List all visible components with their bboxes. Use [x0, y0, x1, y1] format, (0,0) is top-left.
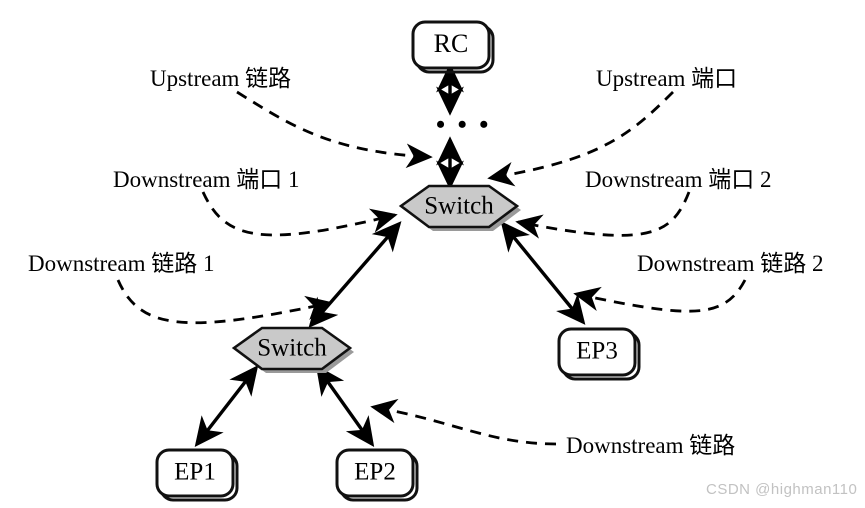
node-switch-top[interactable]: Switch: [398, 184, 521, 231]
ellipsis-dots: • • •: [436, 110, 492, 139]
node-ep3[interactable]: EP3: [557, 327, 641, 381]
link-switch-bottom-to-ep2: [315, 364, 375, 448]
node-ep3-label: EP3: [576, 338, 618, 365]
node-switch-bottom-label: Switch: [257, 335, 327, 362]
link-switch-bottom-to-ep1: [194, 365, 259, 447]
annotation-downstream-link-bottom: Downstream 链路: [566, 433, 736, 458]
link-switch-top-to-ep3: [500, 221, 586, 325]
leader-downstream-link-1: [116, 279, 333, 325]
node-rc[interactable]: RC: [411, 20, 495, 74]
annotation-upstream-port: Upstream 端口: [596, 66, 738, 91]
leader-upstream-port: [487, 91, 674, 187]
node-rc-label: RC: [434, 29, 469, 58]
node-ep2-label: EP2: [354, 459, 396, 486]
node-ep1[interactable]: EP1: [155, 448, 239, 502]
annotation-downstream-port-1: Downstream 端口 1: [113, 167, 300, 192]
node-switch-top-label: Switch: [424, 193, 494, 220]
link-switch-top-to-switch-bottom: [308, 221, 402, 328]
leader-upstream-link: [236, 90, 433, 169]
node-ep2[interactable]: EP2: [335, 448, 419, 502]
annotation-downstream-link-2: Downstream 链路 2: [637, 251, 824, 276]
watermark: CSDN @highman110: [706, 481, 858, 498]
node-ep1-label: EP1: [174, 459, 216, 486]
annotation-downstream-port-2: Downstream 端口 2: [585, 167, 772, 192]
leader-downstream-port-2: [515, 191, 691, 239]
annotation-downstream-link-1: Downstream 链路 1: [28, 251, 215, 276]
leader-downstream-link-bottom: [370, 398, 557, 446]
leader-downstream-port-1: [201, 191, 398, 237]
node-switch-bottom[interactable]: Switch: [231, 326, 354, 373]
annotation-upstream-link: Upstream 链路: [150, 66, 292, 91]
leader-downstream-link-2: [573, 279, 747, 313]
